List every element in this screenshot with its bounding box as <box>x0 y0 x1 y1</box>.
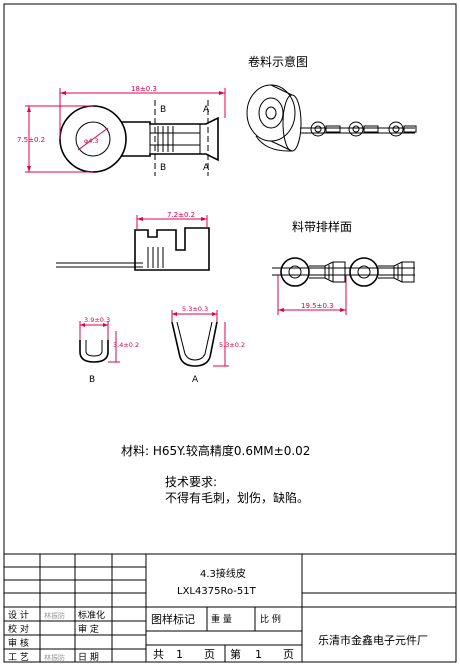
row-review: 审 核 <box>8 637 29 649</box>
dim-b-width: 3.9±0.3 <box>84 316 110 324</box>
total-num: 1 <box>176 648 183 661</box>
company-name: 乐清市金鑫电子元件厂 <box>318 633 428 647</box>
total-unit: 页 <box>204 648 215 661</box>
page-unit: 页 <box>283 648 294 661</box>
section-b: 3.9±0.3 3.4±0.2 B <box>79 316 139 385</box>
signature-process: 林振防 <box>44 653 65 662</box>
part-name: 4.3接线皮 <box>200 567 246 580</box>
requirements-title: 技术要求: <box>165 475 217 489</box>
scale-label: 比 例 <box>260 613 281 625</box>
section-a: 5.3±0.3 5.3±0.2 A <box>171 305 245 385</box>
cut-mark-a-top: A <box>203 105 210 115</box>
title-block: 4.3接线皮 LXL4375Ro-51T 设 计 校 对 审 核 工 艺 林振防… <box>4 553 456 663</box>
part-number: LXL4375Ro-51T <box>177 586 257 597</box>
reel-title: 卷料示意图 <box>248 54 308 69</box>
dim-hole-diameter: φ4.3 <box>84 137 99 145</box>
audit-label: 审 定 <box>78 623 99 635</box>
cut-mark-b-bottom: B <box>160 163 166 173</box>
side-body-outline <box>134 227 210 271</box>
section-a-label: A <box>192 375 199 385</box>
terminal-side-view: 7.2±0.2 <box>56 211 210 271</box>
date-label: 日 期 <box>78 652 99 663</box>
std-label: 标准化 <box>78 609 105 621</box>
cut-mark-b-top: B <box>160 105 166 115</box>
total-label: 共 <box>153 648 164 661</box>
signature-design: 林振防 <box>44 611 65 620</box>
terminal-body-outline <box>121 116 219 162</box>
section-b-label: B <box>89 375 95 385</box>
dim-a-width: 5.3±0.3 <box>182 305 208 313</box>
requirements-body: 不得有毛刺，划伤，缺陷。 <box>165 490 309 505</box>
dim-overall-length: 18±0.3 <box>131 85 157 93</box>
reel-illustration: 卷料示意图 <box>246 54 417 152</box>
sheet-border <box>3 3 457 663</box>
ring-hole <box>75 121 111 157</box>
cut-mark-a-bottom: A <box>203 163 210 173</box>
page-label: 第 <box>230 647 241 661</box>
mark-label: 图样标记 <box>151 612 195 626</box>
material-note: 材料: H65Y.较高精度0.6MM±0.02 <box>121 443 310 458</box>
dim-b-height: 3.4±0.2 <box>113 341 139 349</box>
dim-ring-height: 7.5±0.2 <box>17 136 45 144</box>
strip-layout: 料带排样面 19.5±0.3 <box>272 219 415 315</box>
page-num: 1 <box>255 648 262 661</box>
terminal-top-view: B B A A 18±0.3 7.5±0.2 φ4.3 <box>17 85 226 176</box>
strip-title: 料带排样面 <box>292 219 352 234</box>
row-check: 校 对 <box>8 623 29 635</box>
dim-a-height: 5.3±0.2 <box>219 341 245 349</box>
row-process: 工 艺 <box>8 652 29 663</box>
dim-crimp-length: 7.2±0.2 <box>167 211 195 219</box>
row-design: 设 计 <box>8 609 29 621</box>
weight-label: 重 量 <box>211 613 232 625</box>
dim-pitch: 19.5±0.3 <box>301 302 334 310</box>
